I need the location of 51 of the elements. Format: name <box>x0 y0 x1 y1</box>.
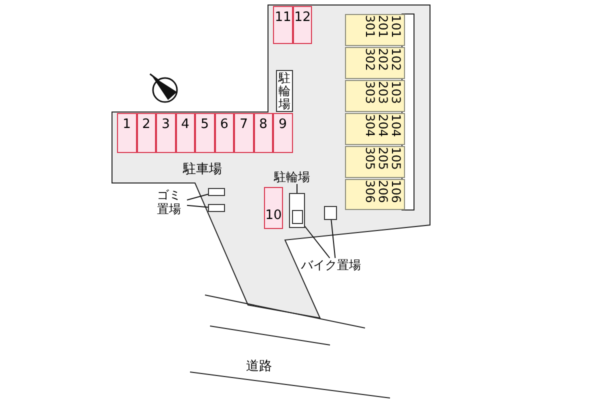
parking-lot-label: 駐車場 <box>183 161 222 178</box>
area-label: バイク置場 <box>301 258 371 274</box>
leader-line <box>330 220 336 258</box>
storage-box <box>289 193 305 228</box>
area-label: 駐輪場 <box>274 170 320 184</box>
apartment-block <box>345 146 405 178</box>
unit-number: 201 <box>377 15 389 40</box>
parking-space: 4 <box>176 113 195 153</box>
storage-box <box>208 204 225 212</box>
unit-number: 302 <box>364 48 376 73</box>
parking-space: 6 <box>214 113 234 153</box>
apartment-block <box>345 14 405 46</box>
leader-line <box>186 204 208 208</box>
apartment-block <box>345 113 405 145</box>
storage-box <box>324 206 337 220</box>
storage-box <box>292 210 303 224</box>
apartment-block <box>345 47 405 79</box>
apartment-block <box>345 179 405 210</box>
unit-number: 202 <box>377 48 389 73</box>
parking-space: 1 <box>117 113 136 153</box>
unit-number: 103 <box>390 81 402 106</box>
parking-space: 7 <box>234 113 254 153</box>
parking-space: 10 <box>264 187 283 229</box>
unit-number: 304 <box>364 114 376 139</box>
parking-space: 8 <box>254 113 273 153</box>
bicycle-parking-sign: 駐輪場 <box>276 70 293 112</box>
unit-number: 204 <box>377 114 389 139</box>
unit-number: 106 <box>390 180 402 205</box>
unit-number: 105 <box>390 147 402 172</box>
unit-number: 206 <box>377 180 389 205</box>
unit-number: 303 <box>364 81 376 106</box>
leader-line <box>296 184 298 194</box>
parking-space: 2 <box>136 113 156 153</box>
parking-space: 3 <box>156 113 176 153</box>
storage-box <box>208 188 225 196</box>
unit-number: 203 <box>377 81 389 106</box>
parking-space: 9 <box>273 113 292 153</box>
unit-number: 305 <box>364 147 376 172</box>
unit-number: 104 <box>390 114 402 139</box>
unit-number: 306 <box>364 180 376 205</box>
unit-number: 101 <box>390 15 402 40</box>
unit-number: 102 <box>390 48 402 73</box>
unit-number: 301 <box>364 15 376 40</box>
road-label: 道路 <box>246 358 272 375</box>
apartment-block <box>345 80 405 112</box>
parking-space: 5 <box>195 113 214 153</box>
leader-line <box>186 194 208 200</box>
area-label: ゴミ置場 <box>157 188 187 220</box>
unit-number: 205 <box>377 147 389 172</box>
parking-space: 12 <box>293 6 312 44</box>
parking-space: 11 <box>273 6 293 44</box>
